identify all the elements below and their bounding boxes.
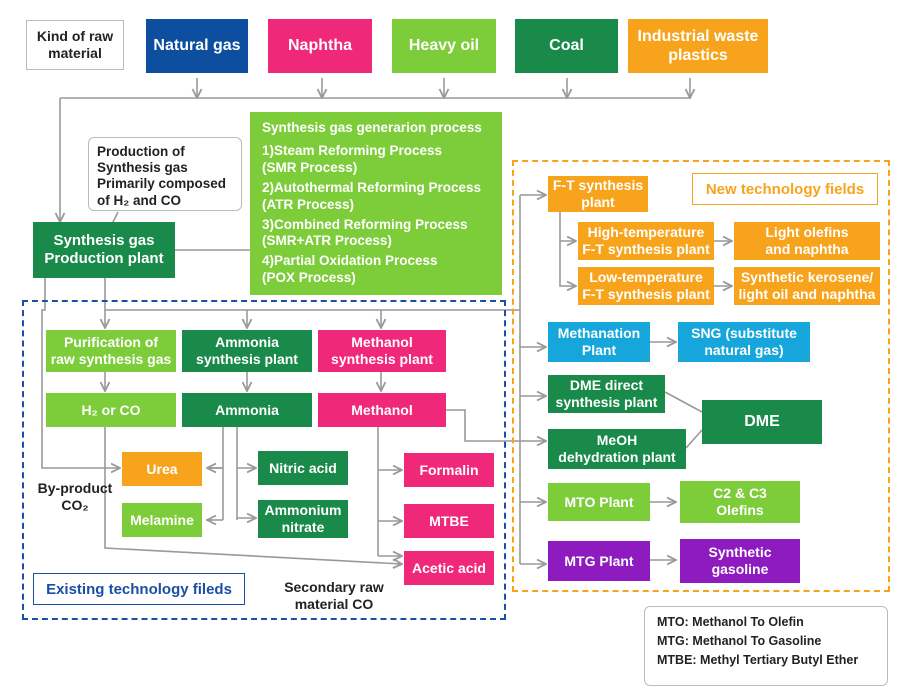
new-technology-frame: [512, 160, 890, 592]
kind-of-raw-material-label: Kind of raw material: [26, 20, 124, 70]
new-technology-title: New technology fields: [692, 173, 878, 205]
process-item: 1)Steam Reforming Process (SMR Process): [262, 143, 443, 175]
raw-naphtha: Naphtha: [268, 19, 372, 73]
high-temp-ft-plant: High-temperature F-T synthesis plant: [578, 222, 714, 260]
mtg-plant: MTG Plant: [548, 541, 650, 581]
mtbe-box: MTBE: [404, 504, 494, 538]
process-list-title: Synthesis gas generarion process: [262, 120, 482, 135]
nitric-acid-box: Nitric acid: [258, 451, 348, 485]
process-item: 4)Partial Oxidation Process (POX Process…: [262, 253, 438, 286]
synthesis-gas-callout: Production of Synthesis gas Primarily co…: [88, 137, 242, 211]
ft-synthesis-plant: F-T synthesis plant: [548, 176, 648, 212]
raw-heavy-oil: Heavy oil: [392, 19, 496, 73]
raw-coal: Coal: [515, 19, 618, 73]
process-item: 2)Autothermal Reforming Process (ATR Pro…: [262, 179, 482, 212]
light-olefins-box: Light olefins and naphtha: [734, 222, 880, 260]
byproduct-co2-label: By-product CO₂: [37, 480, 113, 513]
dme-direct-synthesis-plant: DME direct synthesis plant: [548, 375, 665, 413]
low-temp-ft-plant: Low-temperature F-T synthesis plant: [578, 267, 714, 305]
existing-technology-frame: [22, 300, 506, 620]
legend-item: MTBE: Methyl Tertiary Butyl Ether: [657, 653, 859, 667]
meoh-dehydration-plant: MeOH dehydration plant: [548, 429, 686, 469]
mto-plant: MTO Plant: [548, 483, 650, 521]
sng-box: SNG (substitute natural gas): [678, 322, 810, 362]
existing-technology-title: Existing technology fileds: [33, 573, 245, 605]
raw-industrial-waste-plastics: Industrial waste plastics: [628, 19, 768, 73]
purification-box: Purification of raw synthesis gas: [46, 330, 176, 372]
urea-box: Urea: [122, 452, 202, 486]
legend-item: MTG: Methanol To Gasoline: [657, 634, 822, 648]
ammonia-box: Ammonia: [182, 393, 312, 427]
melamine-box: Melamine: [122, 503, 202, 537]
h2-or-co-box: H₂ or CO: [46, 393, 176, 427]
acetic-acid-box: Acetic acid: [404, 551, 494, 585]
c2-c3-olefins-box: C2 & C3 Olefins: [680, 481, 800, 523]
synthetic-kerosene-box: Synthetic kerosene/ light oil and naphth…: [734, 267, 880, 305]
secondary-raw-material-label: Secondary raw material CO: [284, 579, 384, 612]
synthesis-gas-production-plant: Synthesis gas Production plant: [33, 222, 175, 278]
legend-item: MTO: Methanol To Olefin: [657, 615, 804, 629]
abbreviation-legend: MTO: Methanol To Olefin MTG: Methanol To…: [644, 606, 888, 686]
process-item: 3)Combined Reforming Process (SMR+ATR Pr…: [262, 216, 468, 249]
ammonia-synthesis-plant: Ammonia synthesis plant: [182, 330, 312, 372]
dme-box: DME: [702, 400, 822, 444]
synthesis-gas-process-list: Synthesis gas generarion process 1)Steam…: [250, 112, 502, 295]
formalin-box: Formalin: [404, 453, 494, 487]
ammonium-nitrate-box: Ammonium nitrate: [258, 500, 348, 538]
methanation-plant: Methanation Plant: [548, 322, 650, 362]
synthetic-gasoline-box: Synthetic gasoline: [680, 539, 800, 583]
methanol-synthesis-plant: Methanol synthesis plant: [318, 330, 446, 372]
methanol-box: Methanol: [318, 393, 446, 427]
raw-natural-gas: Natural gas: [146, 19, 248, 73]
